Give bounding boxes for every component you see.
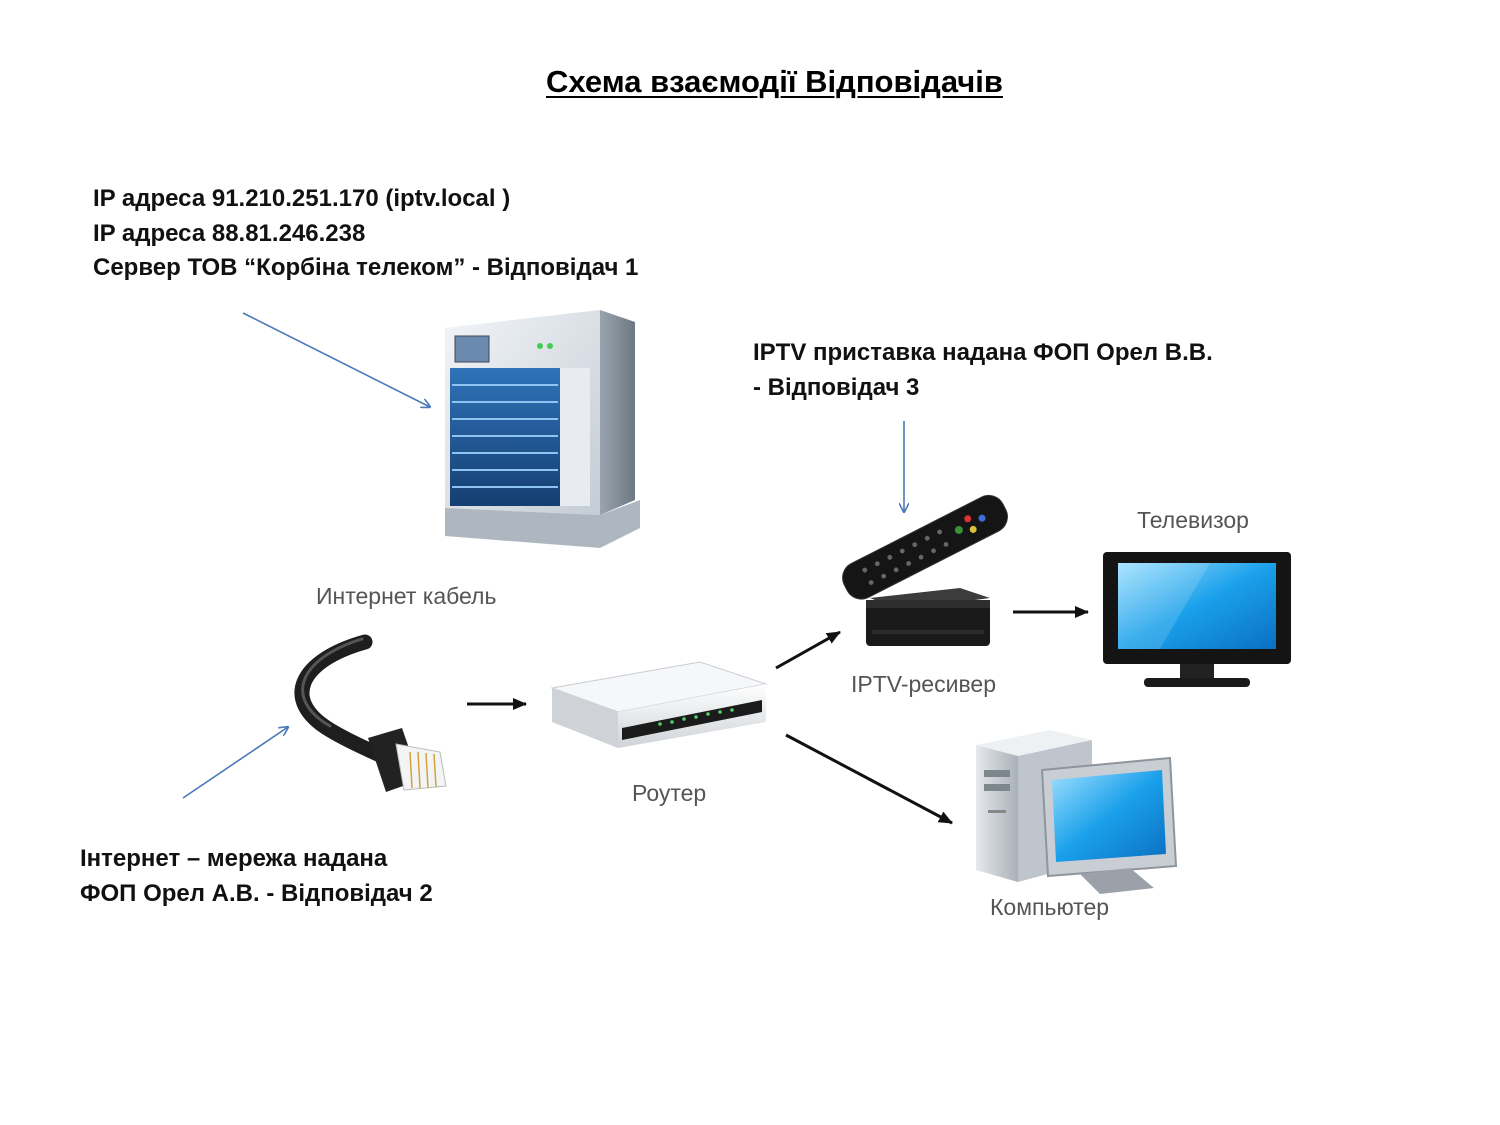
router-icon [550, 661, 768, 748]
television-icon [1103, 552, 1291, 687]
annotation-line: IPTV приставка надана ФОП Орел В.В. [753, 339, 1213, 366]
annotation-iptv: IPTV приставка надана ФОП Орел В.В. - Ві… [753, 336, 1213, 405]
annotation-line: IP адреса 91.210.251.170 (iptv.local ) [93, 185, 511, 212]
label-cable: Интернет кабель [316, 583, 497, 609]
annotation-server: IP адреса 91.210.251.170 (iptv.local ) I… [93, 182, 638, 286]
ethernet-cable-icon [294, 634, 447, 792]
label-router: Роутер [632, 780, 707, 806]
annotation-line: ФОП Орел А.В. - Відповідач 2 [80, 879, 433, 907]
annotation-line: Сервер ТОВ “Корбіна телеком” - Відповіда… [93, 254, 639, 281]
pointer-arrow-cable [182, 727, 288, 799]
annotation-line: - Відповідач 3 [753, 373, 920, 401]
iptv-receiver-icon [866, 588, 990, 646]
remote-control-icon [842, 494, 1008, 600]
label-computer: Компьютер [990, 894, 1110, 920]
flow-arrow-router-receiver [775, 630, 841, 670]
annotation-line: IP адреса 88.81.246.238 [93, 219, 366, 247]
annotation-internet: Інтернет – мережа надана ФОП Орел А.В. -… [80, 842, 433, 911]
server-tower-icon [445, 310, 640, 548]
flow-arrow-router-computer [785, 733, 953, 825]
pointer-arrow-server [242, 312, 430, 407]
annotation-line: Інтернет – мережа надана [80, 845, 388, 872]
page-title: Схема взаємодії Відповідачів [546, 64, 1003, 99]
label-receiver: IPTV-ресивер [851, 671, 996, 697]
desktop-computer-icon [976, 730, 1178, 894]
label-tv: Телевизор [1137, 507, 1249, 533]
